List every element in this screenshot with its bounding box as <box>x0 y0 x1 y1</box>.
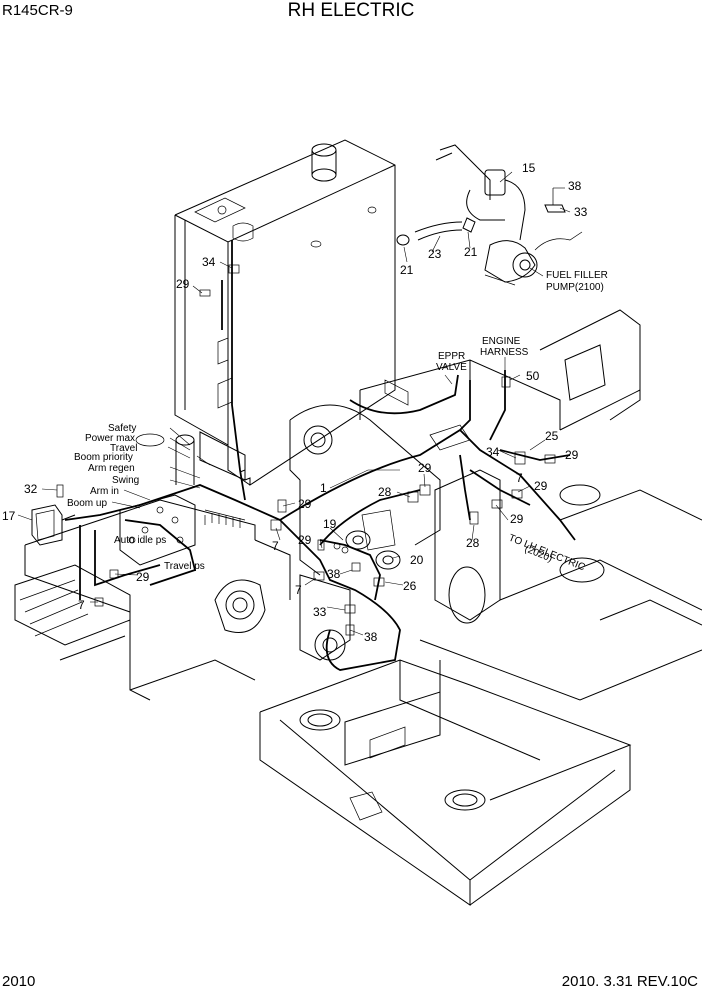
callout-32: 32 <box>24 482 38 496</box>
callout-7: 7 <box>78 598 85 612</box>
lower-frame-box <box>259 659 632 906</box>
callout-21: 21 <box>400 263 414 277</box>
callout-33: 33 <box>574 205 588 219</box>
callout-38: 38 <box>568 179 582 193</box>
upper-frame <box>14 309 702 720</box>
label-swing: Swing <box>112 475 139 486</box>
callout-7: 7 <box>272 539 279 553</box>
callout-34: 34 <box>202 255 216 269</box>
callout-15: 15 <box>522 161 536 175</box>
callout-labels: 15 38 33 21 23 21 FUEL FILLER PUMP(2100)… <box>2 161 608 644</box>
label-travel-ps: Travel ps <box>164 561 205 572</box>
fuel-filler-pump <box>396 144 583 286</box>
callout-1: 1 <box>320 481 327 495</box>
callout-29: 29 <box>510 512 524 526</box>
callout-7: 7 <box>295 583 302 597</box>
fuel-filler-pump-code: PUMP(2100) <box>546 282 604 293</box>
callout-29: 29 <box>534 479 548 493</box>
fasteners <box>56 264 556 636</box>
callout-29: 29 <box>298 497 312 511</box>
callout-21: 21 <box>464 245 478 259</box>
callout-38: 38 <box>327 567 341 581</box>
callout-29: 29 <box>136 570 150 584</box>
callout-26: 26 <box>403 579 417 593</box>
callout-28: 28 <box>466 536 480 550</box>
work-lamp <box>31 504 76 546</box>
hydraulic-tank <box>174 139 409 486</box>
callout-29: 29 <box>176 277 190 291</box>
callout-25: 25 <box>545 429 559 443</box>
label-arm-in: Arm in <box>90 486 119 497</box>
callout-29: 29 <box>418 461 432 475</box>
label-arm-regen: Arm regen <box>88 463 135 474</box>
label-safety: Safety <box>108 423 136 434</box>
page-number: 2010 <box>2 973 36 990</box>
callout-50: 50 <box>526 369 540 383</box>
callout-23: 23 <box>428 247 442 261</box>
callout-19: 19 <box>323 517 337 531</box>
model-number: R145CR-9 <box>2 2 73 19</box>
callout-29: 29 <box>298 533 312 547</box>
callout-7: 7 <box>516 471 523 485</box>
callout-38: 38 <box>364 630 378 644</box>
leader-lines <box>17 171 571 636</box>
label-boom-up: Boom up <box>67 498 107 509</box>
engine-harness-label-2: HARNESS <box>480 347 529 358</box>
label-travel: Travel <box>110 443 137 454</box>
fuel-filler-pump-label: FUEL FILLER <box>546 270 608 281</box>
wire-harness <box>64 240 576 671</box>
callout-28: 28 <box>378 485 392 499</box>
date-revision: 2010. 3.31 REV.10C <box>561 973 698 990</box>
horns <box>333 509 401 570</box>
eppr-valve-label: EPPR <box>438 351 465 362</box>
callout-29: 29 <box>565 448 579 462</box>
eppr-valve-label-2: VALVE <box>436 362 467 373</box>
engine-harness-label: ENGINE <box>482 336 521 347</box>
label-power-max: Power max <box>85 433 135 444</box>
callout-20: 20 <box>410 553 424 567</box>
page-title: RH ELECTRIC <box>287 0 415 21</box>
callout-34: 34 <box>486 445 500 459</box>
callout-17: 17 <box>2 509 16 523</box>
pressure-switch-panel <box>119 431 246 566</box>
label-boom-priority: Boom priority <box>74 452 133 463</box>
callout-33: 33 <box>313 605 327 619</box>
label-auto-idle-ps: Auto idle ps <box>114 535 166 546</box>
